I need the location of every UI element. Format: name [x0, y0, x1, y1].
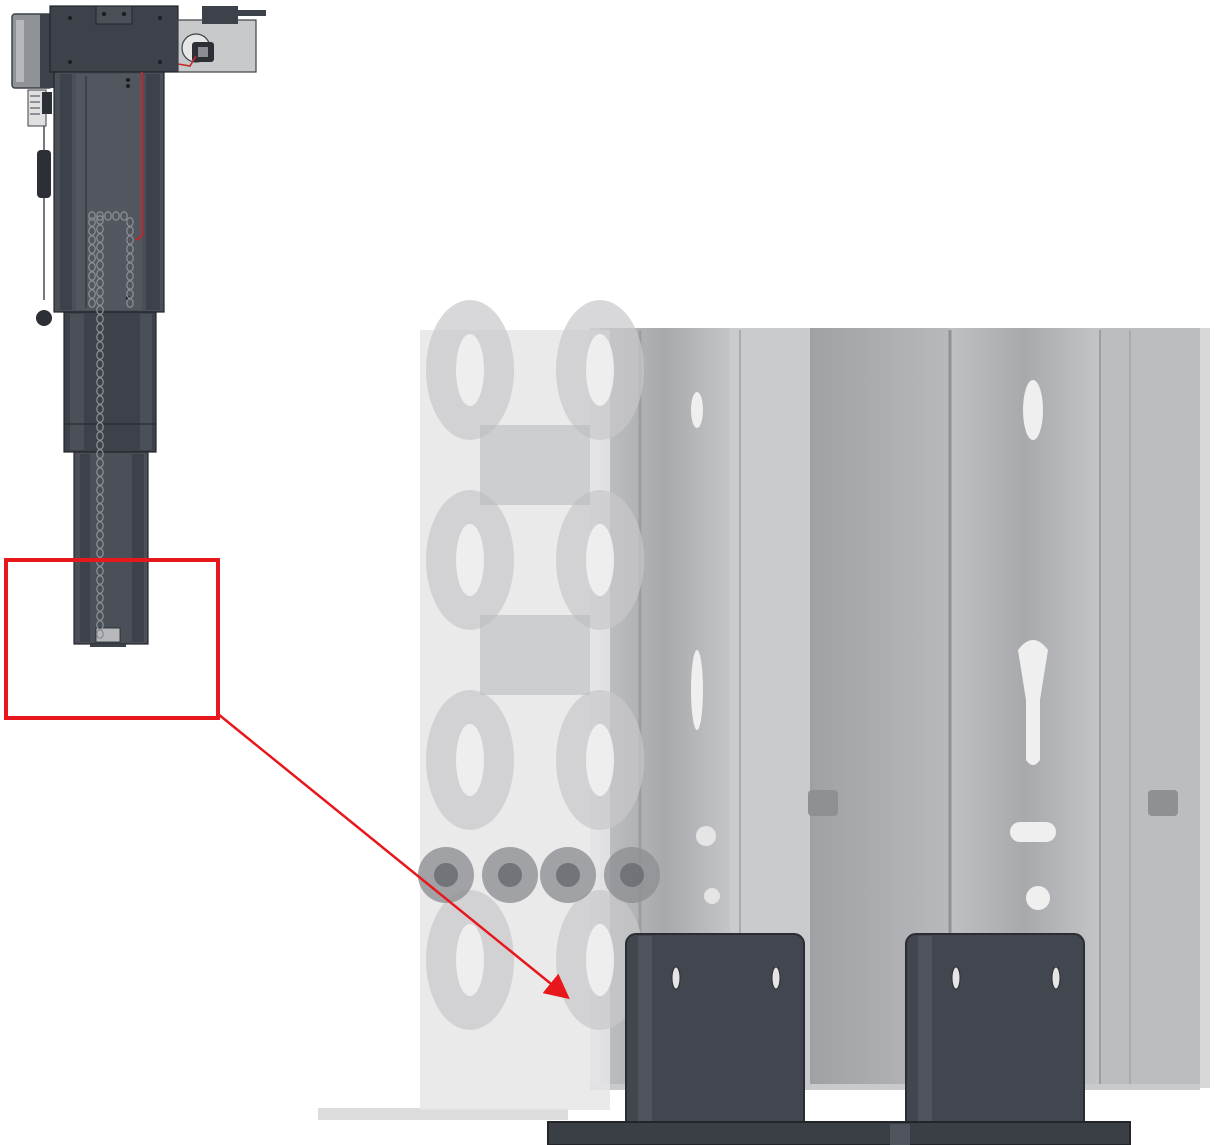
middle-stage [63, 311, 157, 453]
cable-sensor [27, 89, 52, 326]
red-cable [135, 55, 197, 241]
slot-holes [691, 380, 1178, 910]
chain-link [456, 924, 484, 996]
top-block [49, 5, 179, 73]
chain-link [456, 724, 484, 796]
chain-link [120, 211, 128, 221]
chain-links [418, 300, 660, 1110]
chain-link [480, 425, 590, 505]
chain-link [586, 724, 614, 796]
chain-link [480, 615, 590, 695]
chain-link [96, 211, 104, 221]
chain-link [88, 298, 96, 308]
chain-link [556, 863, 580, 887]
chain-link [434, 863, 458, 887]
chain-link [456, 524, 484, 596]
telescopic-lift-column [11, 5, 266, 647]
chain-link [586, 334, 614, 406]
chain-link [126, 298, 134, 308]
mounting-bracket-left [625, 933, 805, 1131]
chain-link [104, 211, 112, 221]
chain-link [620, 863, 644, 887]
chain-link [88, 211, 96, 221]
base-plate [547, 1121, 1131, 1145]
chain-link [498, 863, 522, 887]
chain-link [586, 524, 614, 596]
mounting-bracket-right [905, 933, 1085, 1131]
chain-link [586, 924, 614, 996]
chain-link [112, 211, 120, 221]
chain-link [456, 334, 484, 406]
